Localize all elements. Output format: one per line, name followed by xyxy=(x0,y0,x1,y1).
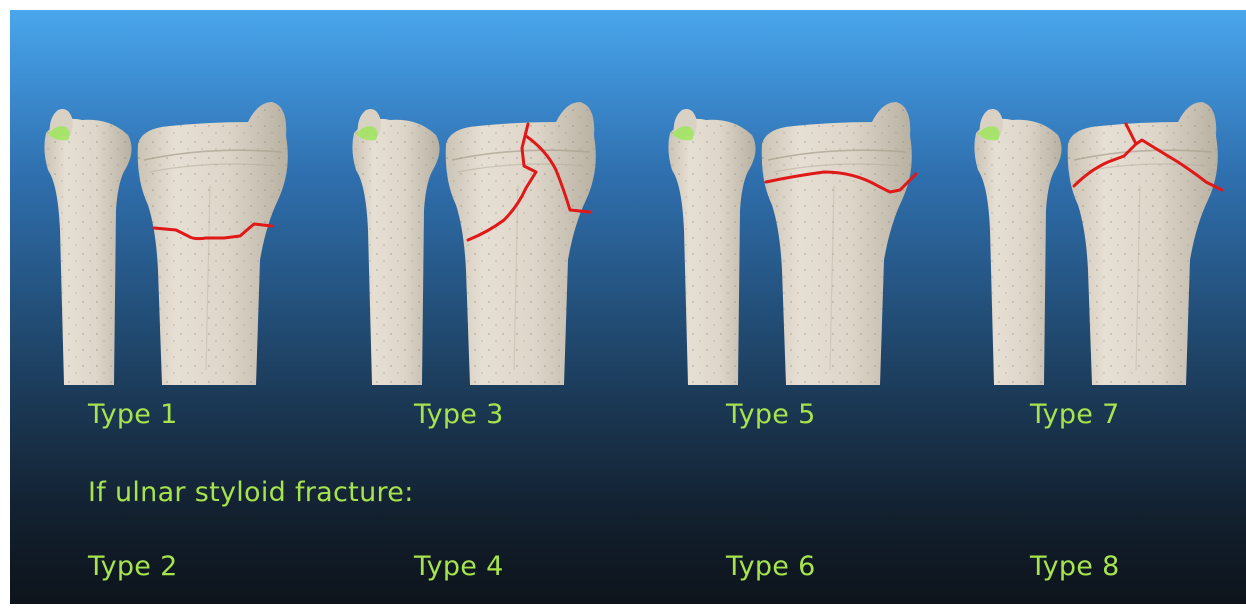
bone-illustrations xyxy=(10,10,1246,410)
bone-type-3 xyxy=(352,102,595,385)
label-type-3: Type 3 xyxy=(414,400,504,430)
bone-type-5 xyxy=(668,102,916,385)
label-type-6: Type 6 xyxy=(726,552,816,582)
label-type-5: Type 5 xyxy=(726,400,816,430)
label-type-7: Type 7 xyxy=(1030,400,1120,430)
label-type-2: Type 2 xyxy=(88,552,178,582)
label-type-4: Type 4 xyxy=(414,552,504,582)
label-type-8: Type 8 xyxy=(1030,552,1120,582)
bone-type-7 xyxy=(974,102,1222,385)
label-type-1: Type 1 xyxy=(88,400,178,430)
bone-type-1 xyxy=(44,102,287,385)
ulnar-styloid-note: If ulnar styloid fracture: xyxy=(88,478,414,508)
slide-background: Type 1 Type 3 Type 5 Type 7 If ulnar sty… xyxy=(10,10,1246,604)
